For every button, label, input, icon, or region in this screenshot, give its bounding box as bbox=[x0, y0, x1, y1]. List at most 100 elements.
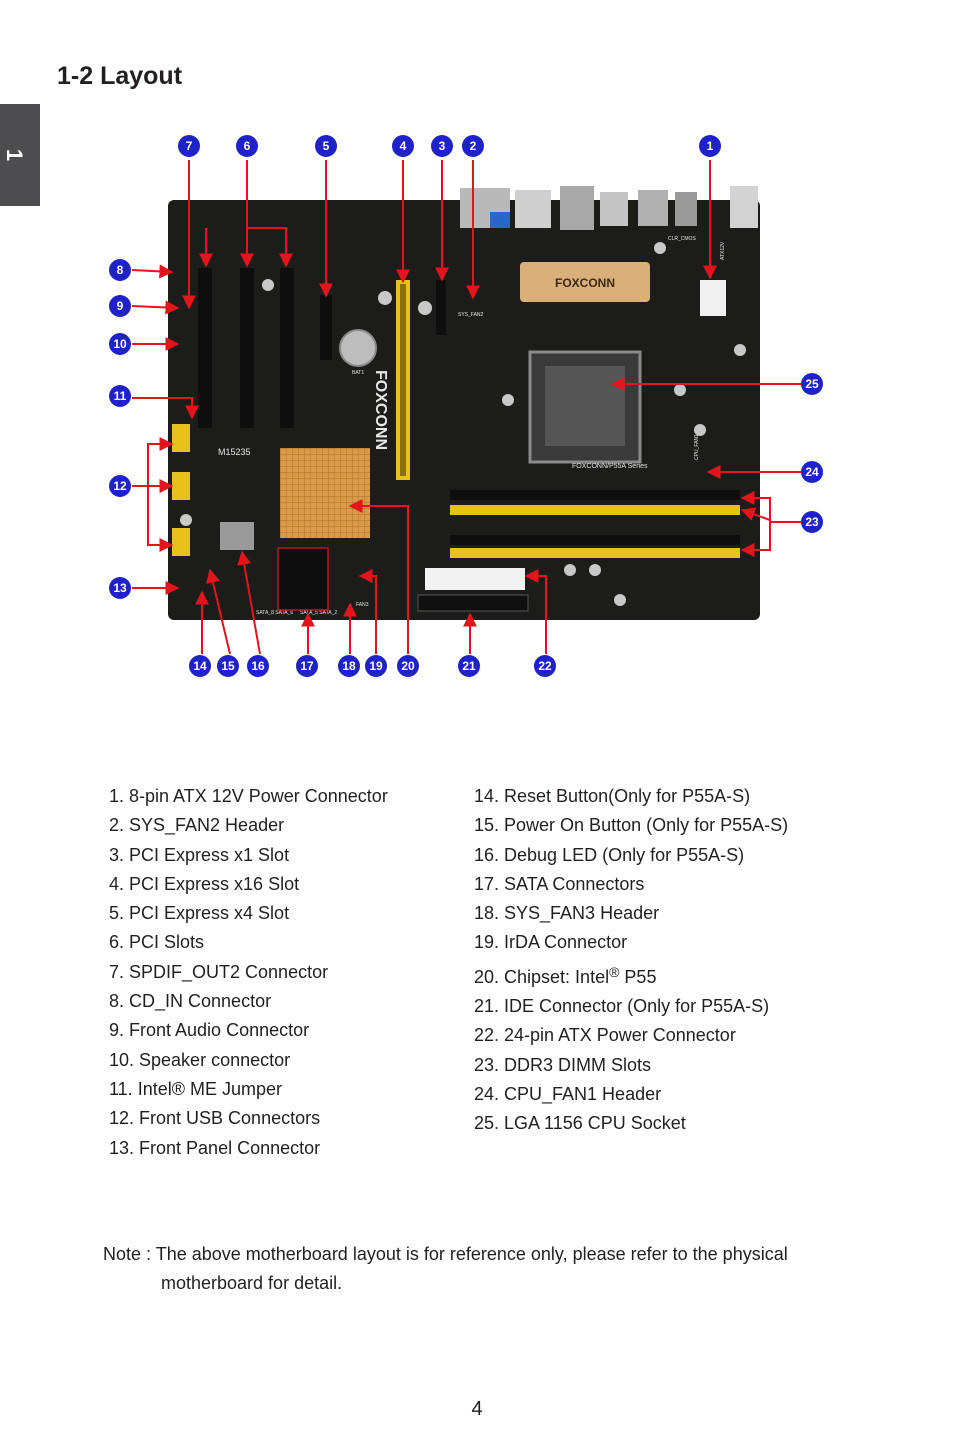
legend-item: 15. Power On Button (Only for P55A-S) bbox=[474, 815, 789, 836]
sata-block bbox=[277, 547, 329, 611]
pcie-x1-slot bbox=[436, 280, 446, 335]
legend-item: 16. Debug LED (Only for P55A-S) bbox=[474, 844, 745, 865]
svg-text:12: 12 bbox=[113, 479, 127, 493]
svg-text:5: 5 bbox=[323, 139, 330, 153]
callout-10: 10 bbox=[109, 333, 131, 355]
callout-5: 5 bbox=[315, 135, 337, 157]
svg-text:10: 10 bbox=[113, 337, 127, 351]
callout-21: 21 bbox=[458, 655, 480, 677]
svg-text:15: 15 bbox=[221, 659, 235, 673]
atx12v-label: ATX12V bbox=[720, 241, 726, 260]
legend-item: 18. SYS_FAN3 Header bbox=[474, 903, 660, 924]
svg-text:13: 13 bbox=[113, 581, 127, 595]
callout-2: 2 bbox=[462, 135, 484, 157]
legend-right-column: 14. Reset Button(Only for P55A-S) 15. Po… bbox=[474, 782, 894, 1139]
svg-text:6: 6 bbox=[244, 139, 251, 153]
callout-13: 13 bbox=[109, 577, 131, 599]
registered-mark: ® bbox=[609, 963, 620, 980]
legend-item: 3. PCI Express x1 Slot bbox=[109, 844, 290, 865]
page-title: 1-2 Layout bbox=[57, 62, 183, 90]
callout-24: 24 bbox=[801, 461, 823, 483]
callout-11: 11 bbox=[109, 385, 131, 407]
svg-text:8: 8 bbox=[117, 263, 124, 277]
callout-6: 6 bbox=[236, 135, 258, 157]
sata-label-a: SATA_8 SATA_6 bbox=[256, 610, 293, 616]
callout-1: 1 bbox=[699, 135, 721, 157]
svg-text:2: 2 bbox=[470, 139, 477, 153]
chipset-suffix: P55 bbox=[619, 966, 657, 987]
legend-item: 21. IDE Connector (Only for P55A-S) bbox=[474, 996, 770, 1017]
svg-text:9: 9 bbox=[117, 299, 124, 313]
legend-item: 25. LGA 1156 CPU Socket bbox=[474, 1113, 686, 1134]
heatsink-brand: FOXCONN bbox=[555, 276, 615, 290]
svg-text:20: 20 bbox=[401, 659, 415, 673]
chapter-tab-number: 1 bbox=[2, 148, 28, 162]
svg-text:19: 19 bbox=[369, 659, 383, 673]
usb-header-3 bbox=[172, 528, 190, 556]
callout-8: 8 bbox=[109, 259, 131, 281]
legend-item: 7. SPDIF_OUT2 Connector bbox=[109, 961, 329, 982]
board-brand-vertical: FOXCONN bbox=[372, 370, 389, 450]
callout-23: 23 bbox=[801, 511, 823, 533]
callout-17: 17 bbox=[296, 655, 318, 677]
chipset-heatsink bbox=[280, 448, 370, 538]
legend-item: 9. Front Audio Connector bbox=[109, 1020, 310, 1041]
callout-22: 22 bbox=[534, 655, 556, 677]
svg-text:23: 23 bbox=[805, 515, 819, 529]
legend-item: 23. DDR3 DIMM Slots bbox=[474, 1054, 652, 1075]
callout-15: 15 bbox=[217, 655, 239, 677]
legend-item-chipset: 20. Chipset: Intel® P55 bbox=[474, 958, 894, 992]
chip-label: M15235 bbox=[218, 447, 251, 457]
dimm-slot-4 bbox=[450, 548, 740, 558]
callout-25: 25 bbox=[801, 373, 823, 395]
callout-14: 14 bbox=[189, 655, 211, 677]
legend-item: 11. Intel® ME Jumper bbox=[109, 1078, 282, 1099]
usb-header-2 bbox=[172, 472, 190, 500]
callout-4: 4 bbox=[392, 135, 414, 157]
fan3-label: FAN3 bbox=[356, 602, 369, 608]
motherboard-diagram: FOXCONN FOXCONN FOXCONN/P55A Series M152… bbox=[100, 130, 840, 690]
legend-item: 6. PCI Slots bbox=[109, 932, 205, 953]
svg-text:11: 11 bbox=[114, 389, 127, 403]
callout-7: 7 bbox=[178, 135, 200, 157]
reference-note: Note : The above motherboard layout is f… bbox=[103, 1240, 883, 1298]
capacitors bbox=[180, 242, 746, 606]
chapter-tab: 1 bbox=[0, 104, 40, 206]
pci-slot-1 bbox=[198, 268, 212, 428]
dimm-slot-1 bbox=[450, 490, 740, 500]
series-label: FOXCONN/P55A Series bbox=[572, 463, 648, 470]
legend-item: 4. PCI Express x16 Slot bbox=[109, 873, 300, 894]
dimm-slot-3 bbox=[450, 535, 740, 545]
svg-text:16: 16 bbox=[251, 659, 265, 673]
svg-text:18: 18 bbox=[342, 659, 356, 673]
atx24-connector bbox=[425, 568, 525, 590]
chipset-prefix: 20. Chipset: Intel bbox=[474, 966, 610, 987]
vrm-heatsink bbox=[520, 262, 650, 302]
legend-item: 13. Front Panel Connector bbox=[109, 1137, 321, 1158]
svg-text:4: 4 bbox=[400, 139, 407, 153]
callout-12: 12 bbox=[109, 475, 131, 497]
svg-text:3: 3 bbox=[439, 139, 446, 153]
svg-text:22: 22 bbox=[538, 659, 552, 673]
callout-bubbles: 1 2 3 4 5 6 7 8 9 10 11 12 13 14 15 16 1… bbox=[109, 135, 823, 677]
cpufan-label: CPU_FAN1 bbox=[694, 434, 700, 460]
svg-text:21: 21 bbox=[462, 659, 476, 673]
rear-io-ports bbox=[460, 186, 758, 230]
legend-item: 1. 8-pin ATX 12V Power Connector bbox=[109, 786, 388, 806]
legend-item: 14. Reset Button(Only for P55A-S) bbox=[474, 786, 751, 806]
svg-text:14: 14 bbox=[193, 659, 207, 673]
ide-connector bbox=[417, 594, 529, 612]
legend-item: 5. PCI Express x4 Slot bbox=[109, 903, 290, 924]
sysfan2-label: SYS_FAN2 bbox=[458, 312, 484, 318]
pci-slot-3 bbox=[280, 268, 294, 428]
callout-3: 3 bbox=[431, 135, 453, 157]
legend-item: 12. Front USB Connectors bbox=[109, 1108, 321, 1129]
usb-header-1 bbox=[172, 424, 190, 452]
legend-left-column: 1. 8-pin ATX 12V Power Connector 2. SYS_… bbox=[109, 782, 459, 1163]
legend-item: 8. CD_IN Connector bbox=[109, 991, 272, 1012]
sata-label-b: SATA_5 SATA_2 bbox=[300, 610, 337, 616]
svg-text:17: 17 bbox=[300, 659, 314, 673]
note-line-2: motherboard for detail. bbox=[161, 1273, 343, 1293]
callout-18: 18 bbox=[338, 655, 360, 677]
battery-label: BAT1 bbox=[352, 370, 364, 376]
